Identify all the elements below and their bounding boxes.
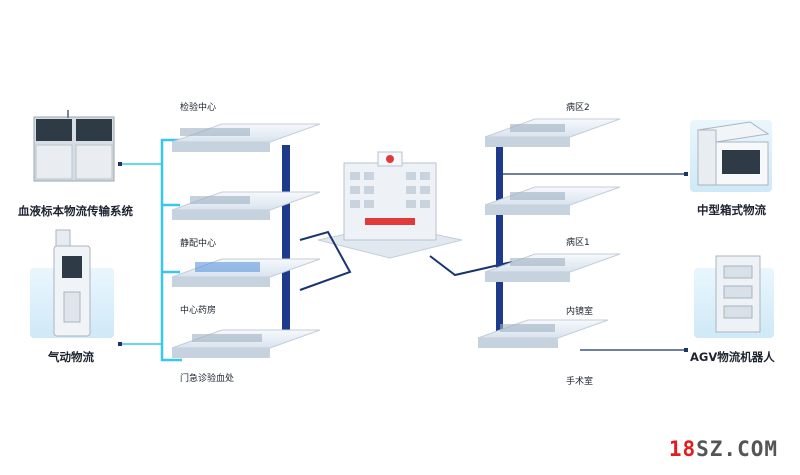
watermark: 18SZ.COM [669,437,778,461]
floor-ward-2 [484,118,621,147]
right-connector-lines [503,172,688,352]
watermark-prefix: 18 [668,437,697,461]
blood-sample-machine-image [33,110,115,182]
label-agv-robot: AGV物流机器人 [690,350,775,364]
box-conveyor-image [690,120,772,192]
label-blood-sample-system: 血液标本物流传输系统 [18,204,133,218]
floor-endoscopy [484,253,621,282]
floor-outpatient-blood [171,329,321,358]
agv-robot-image [694,255,774,338]
label-floor-endoscopy: 内镜室 [566,307,594,317]
hospital-link-lines [299,230,513,291]
label-floor-ward-1: 病区1 [566,238,590,248]
floor-pharmacy-iv [171,191,321,220]
pneumatic-tube-station-image [30,229,114,338]
floor-central-pharmacy [171,258,321,287]
label-floor-ward-2: 病区2 [566,103,590,113]
label-floor-outpatient-blood: 门急诊验血处 [180,374,235,384]
label-floor-lab-center: 检验中心 [180,103,217,113]
watermark-suffix: .COM [723,437,778,461]
left-connector-lines [118,138,182,362]
floor-lab-center [171,123,321,152]
watermark-accent: SZ [696,437,724,461]
label-floor-central-pharmacy: 中心药房 [180,306,217,316]
left-floor-stack [171,123,321,358]
label-box-conveyor: 中型箱式物流 [697,203,766,217]
hospital-building [317,151,463,259]
floor-operating-room [477,319,609,348]
floor-ward-1 [484,186,621,215]
label-floor-operating-room: 手术室 [566,377,594,387]
right-floor-stack [477,118,621,348]
label-pneumatic-logistics: 气动物流 [48,350,94,364]
label-floor-pharmacy-iv: 静配中心 [180,239,217,249]
